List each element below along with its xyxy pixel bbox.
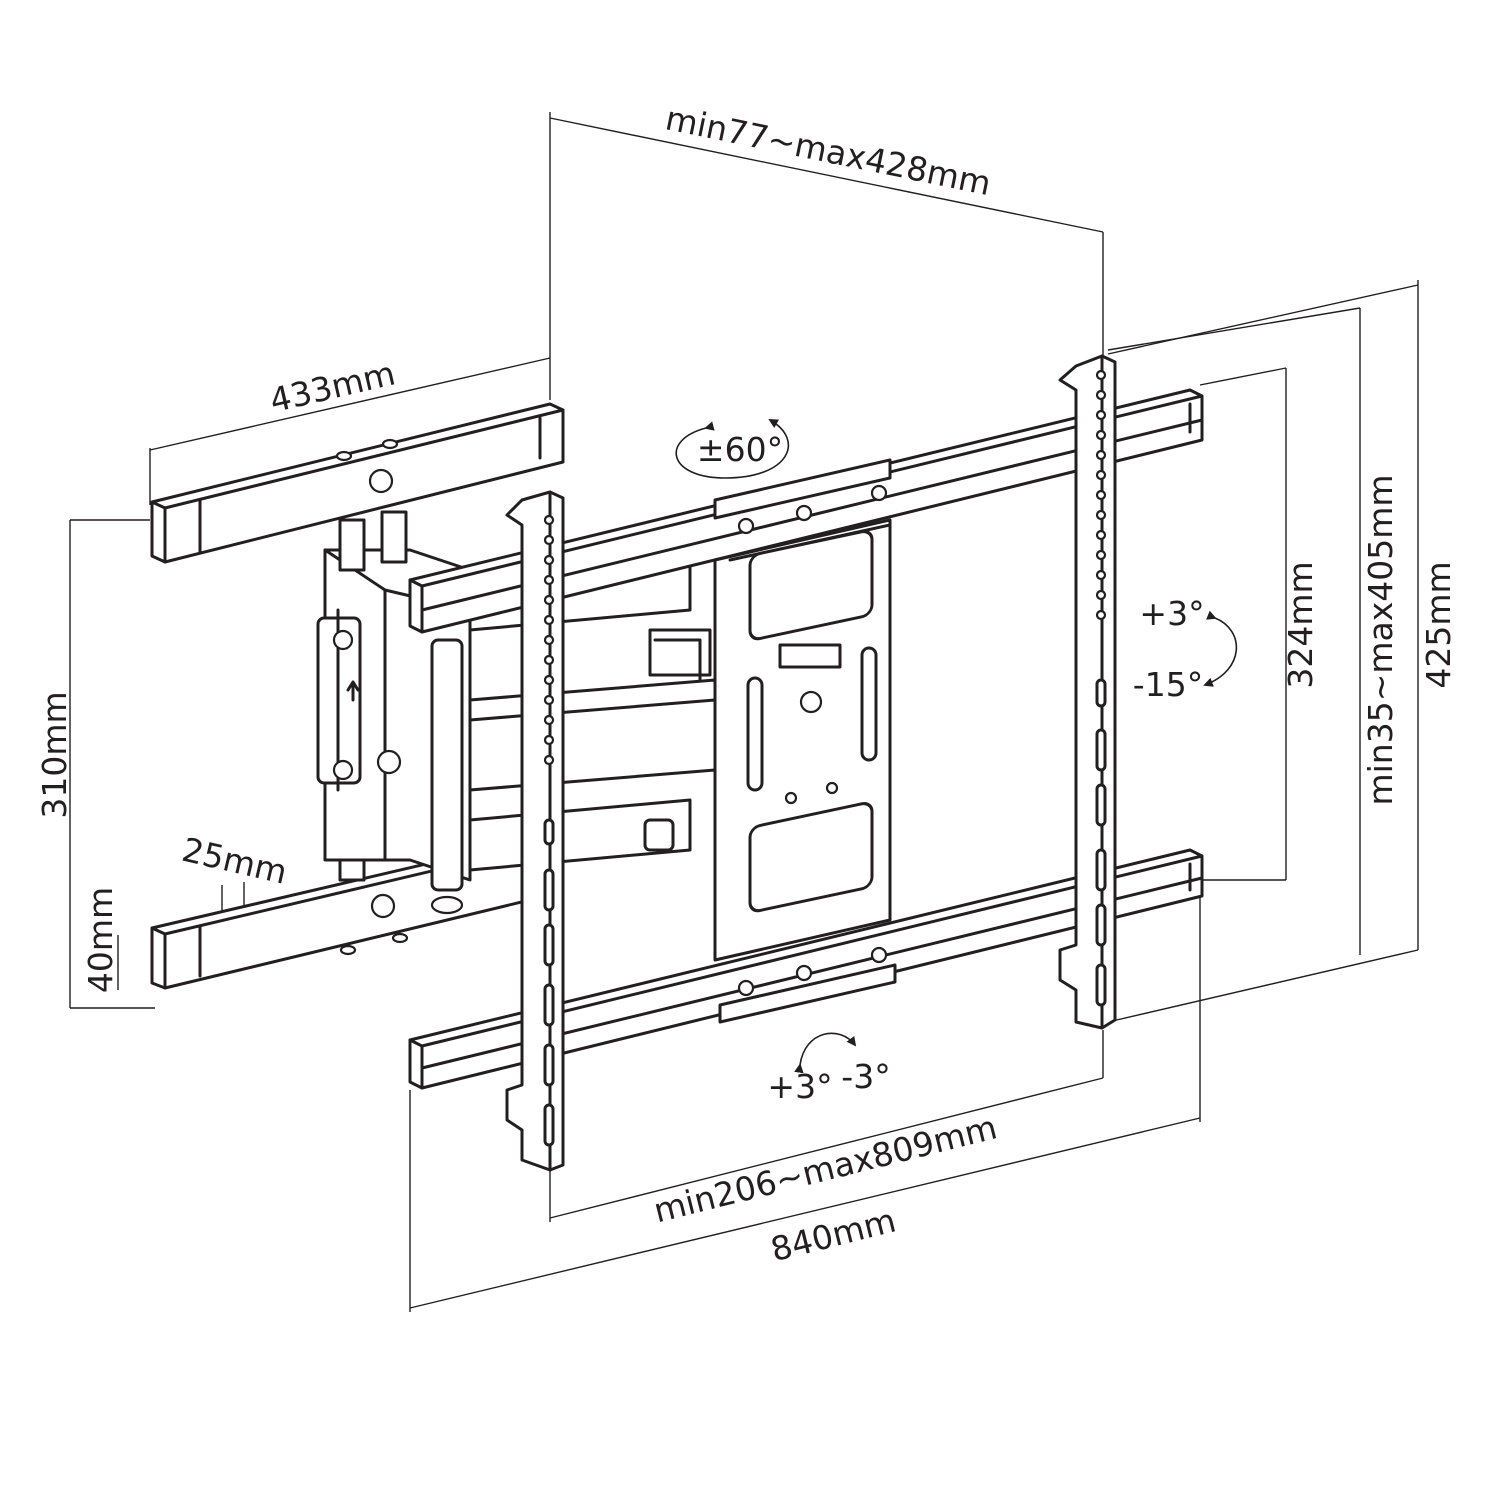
vertical-brackets — [505, 354, 1117, 1172]
tilt-arrow-icon — [1203, 610, 1238, 687]
rail-height-label: 40mm — [81, 887, 120, 993]
vesa-height-label: 324mm — [1281, 561, 1320, 688]
rail-gap-label: 25mm — [178, 830, 290, 892]
center-plate — [713, 458, 897, 1024]
total-width-label: 840mm — [767, 1201, 900, 1270]
tilt-down-label: -15° — [1133, 665, 1203, 704]
tilt-up-label: +3° — [1139, 594, 1204, 633]
total-height-label: 425mm — [1419, 561, 1458, 688]
swivel-arrow-icon — [675, 419, 789, 479]
bracket-spacing-label: min206~max809mm — [650, 1107, 1001, 1230]
wall-plate-height-label: 310mm — [35, 691, 74, 818]
swivel-label: ±60° — [697, 430, 783, 469]
wall-plate-width-label: 433mm — [266, 353, 399, 420]
bracket-holes-right — [1095, 369, 1107, 1007]
dimension-lines — [69, 112, 1419, 1312]
bracket-holes-left — [543, 514, 555, 1147]
level-left-label: +3° — [767, 1067, 832, 1106]
bracket-height-range-label: min35~max405mm — [1361, 474, 1400, 805]
level-arrow-icon — [794, 1032, 857, 1074]
level-right-label: -3° — [841, 1057, 890, 1096]
